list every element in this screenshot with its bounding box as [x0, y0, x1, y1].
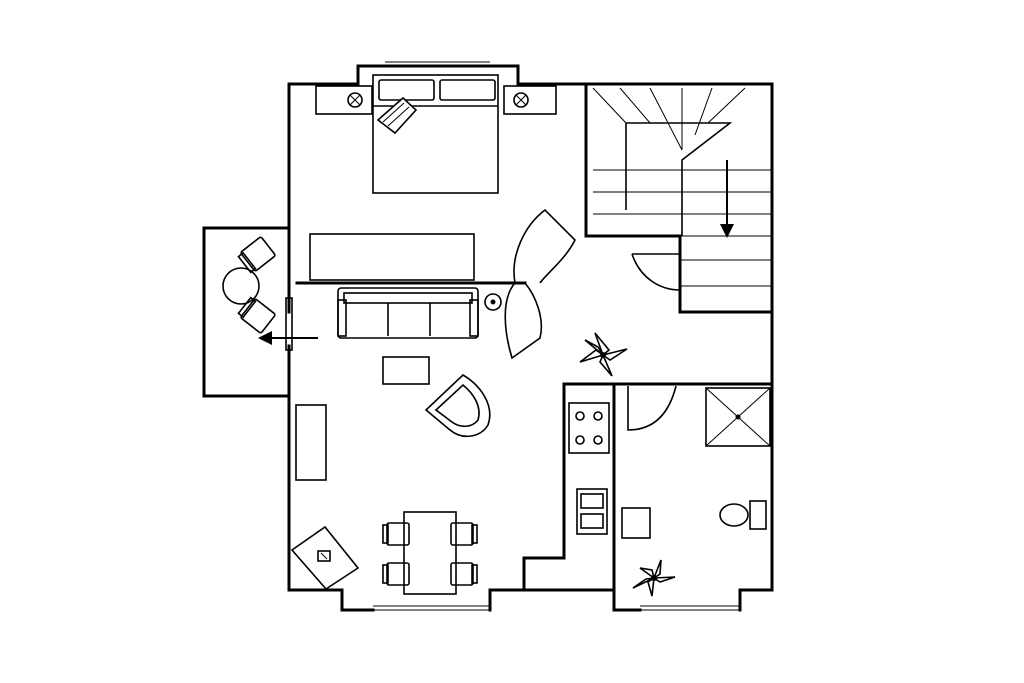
lamp-icon — [513, 92, 529, 108]
bathroom — [612, 382, 774, 597]
lamp-icon — [484, 293, 502, 311]
lamp-icon — [347, 92, 363, 108]
window-dining — [373, 605, 490, 611]
plant-icon — [579, 332, 628, 377]
toilet-icon — [719, 500, 767, 530]
shower-icon — [705, 387, 771, 447]
arrow-down-icon — [720, 160, 734, 238]
window-bathroom — [640, 605, 740, 611]
balcony — [202, 226, 293, 398]
dining-table-set — [382, 511, 478, 595]
kitchen — [522, 382, 616, 592]
coffee-table — [382, 356, 430, 385]
double-bed — [372, 74, 499, 194]
armchair — [424, 374, 491, 438]
bedroom-door — [504, 208, 576, 360]
sink-icon — [621, 507, 651, 539]
stove-icon — [568, 402, 610, 454]
corner-table — [290, 525, 360, 591]
window-bedroom — [385, 61, 490, 67]
plant-icon — [632, 559, 676, 597]
stair-door — [631, 253, 681, 291]
bedroom — [295, 82, 682, 285]
exterior-walls — [287, 64, 774, 612]
arrow-left-icon — [258, 331, 318, 345]
sofa — [337, 287, 479, 339]
hallway-plant — [579, 332, 628, 377]
tv-cabinet — [295, 404, 327, 481]
nightstand-left — [315, 85, 373, 115]
sink-icon — [576, 488, 608, 535]
wardrobe — [309, 233, 475, 281]
nightstand-right — [503, 85, 557, 115]
stairwell — [592, 87, 774, 314]
